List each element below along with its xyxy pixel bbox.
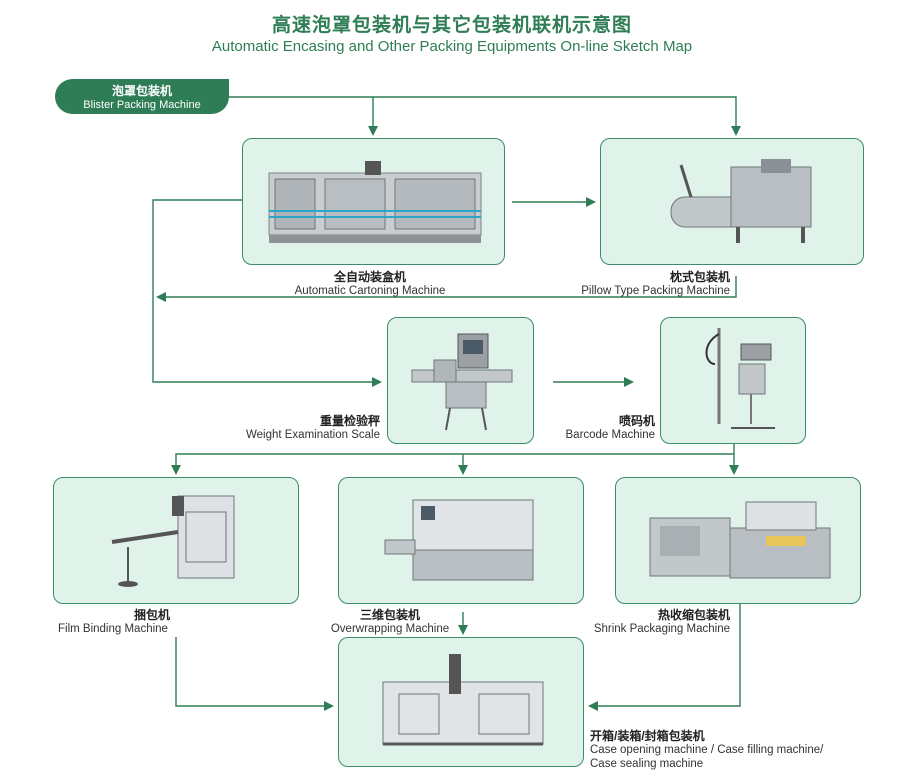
shrink-machine-image [649, 501, 831, 579]
arrow-cartoning-to-weight [152, 199, 382, 387]
case-label-cn: 开箱/装箱/封箱包装机 [590, 729, 705, 743]
barcode-machine-image [705, 328, 775, 429]
binding-label: 捆包机 Film Binding Machine [58, 608, 258, 636]
pillow-label-cn: 枕式包装机 [669, 270, 730, 284]
barcode-machine-box [660, 317, 806, 444]
case-label: 开箱/装箱/封箱包装机 Case opening machine / Case … [590, 729, 890, 771]
blister-label-cn: 泡罩包装机 [111, 84, 172, 98]
pillow-machine-box [600, 138, 864, 265]
weight-scale-box [387, 317, 534, 444]
arrow-blister-to-pillow [373, 96, 741, 136]
shrink-label-en: Shrink Packaging Machine [593, 623, 730, 635]
weight-label-cn: 重量检验秤 [319, 414, 380, 428]
blister-label-en: Blister Packing Machine [83, 99, 201, 111]
overwrap-label: 三维包装机 Overwrapping Machine [320, 608, 460, 636]
overwrap-label-en: Overwrapping Machine [330, 623, 450, 635]
overwrap-label-cn: 三维包装机 [359, 608, 420, 622]
binding-machine-box [53, 477, 299, 604]
barcode-label-en: Barcode Machine [565, 429, 656, 441]
weight-label: 重量检验秤 Weight Examination Scale [210, 414, 380, 442]
arrow-binding-to-case [175, 637, 334, 711]
case-machine-box [338, 637, 584, 767]
pillow-label: 枕式包装机 Pillow Type Packing Machine [560, 270, 730, 298]
arrow-barcode-to-binding [171, 453, 734, 475]
barcode-label: 喷码机 Barcode Machine [520, 414, 656, 442]
binding-label-cn: 捆包机 [133, 608, 170, 622]
overwrap-machine-box [338, 477, 584, 604]
barcode-label-cn: 喷码机 [618, 414, 655, 428]
case-label-en1: Case opening machine / Case filling mach… [590, 744, 824, 756]
binding-label-en: Film Binding Machine [58, 623, 168, 635]
weight-label-en: Weight Examination Scale [245, 429, 380, 441]
cartoning-label-cn: 全自动装盒机 [333, 270, 406, 284]
binding-machine-image [111, 495, 235, 587]
arrow-blister-to-cartoning [229, 96, 378, 136]
pillow-machine-image [670, 159, 812, 243]
case-label-en2: Case sealing machine [590, 758, 704, 770]
weight-scale-image [411, 333, 513, 431]
cartoning-machine-image [268, 161, 482, 243]
shrink-label: 热收缩包装机 Shrink Packaging Machine [560, 608, 730, 636]
cartoning-label-en: Automatic Cartoning Machine [294, 285, 446, 297]
diagram-title-cn: 高速泡罩包装机与其它包装机联机示意图 [271, 14, 632, 36]
diagram-title-en: Automatic Encasing and Other Packing Equ… [211, 38, 693, 55]
overwrap-machine-image [384, 499, 534, 581]
cartoning-machine-box [242, 138, 505, 265]
cartoning-label: 全自动装盒机 Automatic Cartoning Machine [270, 270, 470, 298]
blister-packing-machine-node: 泡罩包装机 Blister Packing Machine [55, 79, 229, 114]
shrink-label-cn: 热收缩包装机 [657, 608, 730, 622]
arrow-shrink-to-case [588, 603, 741, 711]
pillow-label-en: Pillow Type Packing Machine [581, 285, 730, 297]
arrow-pillow-return [156, 276, 737, 302]
case-machine-image [382, 654, 544, 746]
shrink-machine-box [615, 477, 861, 604]
